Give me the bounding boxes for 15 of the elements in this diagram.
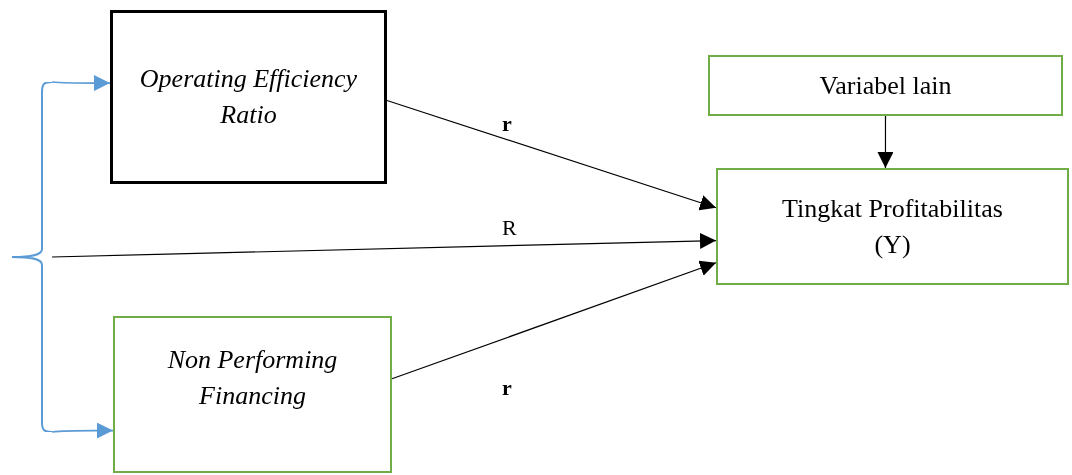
variable-label: Operating Efficiency Ratio <box>138 63 359 131</box>
brace-shape <box>10 82 52 432</box>
arrow <box>51 75 111 92</box>
variable-box <box>110 10 387 184</box>
variable-box <box>716 168 1069 285</box>
arrow <box>51 422 114 439</box>
variable-label: Non Performing Financing <box>166 344 339 412</box>
variable-box <box>113 316 392 473</box>
variable-box <box>708 55 1063 116</box>
variable-label: Variabel lain <box>819 69 952 102</box>
arrow <box>391 260 717 380</box>
variable-label: Tingkat Profitabilitas (Y) <box>781 192 1004 261</box>
arrow <box>386 99 717 211</box>
arrow <box>51 232 717 258</box>
arrow <box>877 115 894 169</box>
